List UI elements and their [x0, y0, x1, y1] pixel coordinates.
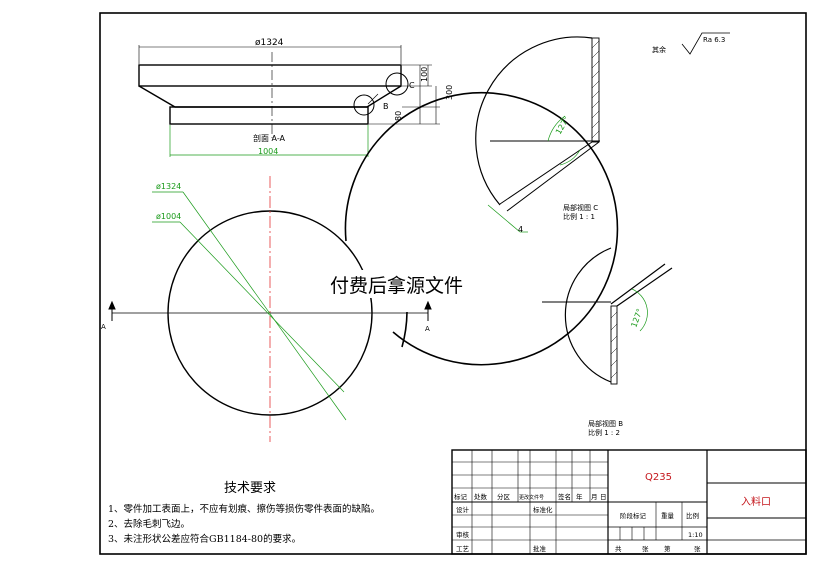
tb-header-year: 年	[576, 492, 583, 501]
tb-header-count: 处数	[474, 492, 488, 501]
detail-c-hatch	[591, 40, 600, 139]
section-dimensions	[138, 45, 440, 138]
tb-sheet-no: 第	[664, 544, 671, 553]
tb-standardization: 标准化	[533, 505, 553, 514]
section-green-dims	[169, 125, 369, 157]
section-dim-upper: 100	[420, 67, 429, 82]
tb-sheet-word2: 张	[694, 544, 701, 553]
section-dim-outer: ø1324	[255, 38, 284, 48]
title-block-grid	[451, 449, 807, 555]
detail-b-hatch	[610, 311, 618, 379]
tb-design: 设计	[456, 505, 470, 514]
title-block-headers: 标记 处数 分区 更改文件号 签名 年 月 日	[454, 492, 607, 501]
detail-c-scale: 比例 1 : 1	[563, 212, 595, 221]
plan-dim-inner: ø1004	[156, 212, 181, 221]
detail-c-annotations	[487, 115, 581, 233]
tech-req-item-2: 2、去除毛刺飞边。	[108, 518, 190, 530]
section-label-b: B	[383, 102, 389, 111]
tb-header-sign: 签名	[558, 492, 571, 501]
tech-req-item-3: 3、未注形状公差应符合GB1184-80的要求。	[108, 533, 301, 545]
detail-b-scale: 比例 1 : 2	[588, 428, 620, 437]
tb-sheets-total: 共	[615, 544, 622, 553]
detail-b-view	[542, 247, 673, 385]
tb-material: Q235	[645, 472, 672, 483]
tb-scale-label: 比例	[686, 511, 699, 520]
plan-dim-outer: ø1324	[156, 182, 181, 191]
tb-header-month: 月	[591, 493, 598, 501]
section-title: 剖面 A-A	[253, 133, 286, 143]
section-mark-right: A	[425, 325, 430, 333]
section-label-c: C	[409, 81, 415, 90]
detail-c-title: 局部视图 C	[563, 203, 598, 212]
tb-header-day: 日	[600, 493, 607, 501]
detail-c-view	[475, 36, 600, 212]
tb-scale-value: 1:10	[688, 531, 703, 539]
tb-review: 审核	[456, 530, 470, 539]
section-cut-marks	[108, 300, 432, 321]
section-dim-inner: 1004	[258, 147, 278, 156]
tb-weight: 重量	[661, 512, 675, 520]
tb-process: 工艺	[456, 545, 470, 553]
tech-req-item-1: 1、零件加工表面上，不应有划痕、擦伤等损伤零件表面的缺陷。	[108, 503, 380, 515]
detail-c-thickness: 4	[518, 225, 523, 234]
section-dim-height: 300	[445, 85, 454, 100]
tb-stage-mark: 阶段标记	[620, 511, 647, 520]
plan-view-lines	[112, 176, 428, 442]
tb-header-docno: 更改文件号	[519, 494, 544, 501]
watermark-text: 付费后拿源文件	[330, 274, 463, 297]
watermark-backdrop	[326, 270, 486, 298]
tb-header-mark: 标记	[454, 492, 468, 501]
roughness-value: Ra 6.3	[703, 36, 725, 44]
detail-b-title: 局部视图 B	[588, 419, 623, 428]
detail-b-annotations	[631, 288, 648, 332]
tb-approve: 批准	[533, 544, 547, 553]
roughness-symbol	[681, 32, 730, 55]
tech-req-heading: 技术要求	[224, 481, 276, 496]
section-view	[138, 64, 409, 125]
section-mark-left: A	[101, 323, 106, 331]
section-dim-lower: 80	[394, 111, 403, 121]
roughness-prefix: 其余	[652, 45, 666, 54]
detail-b-angle: 127°	[629, 307, 644, 328]
tb-part-name: 入料口	[741, 495, 771, 508]
tb-header-zone: 分区	[497, 492, 511, 501]
tb-sheet-word: 张	[642, 544, 649, 553]
